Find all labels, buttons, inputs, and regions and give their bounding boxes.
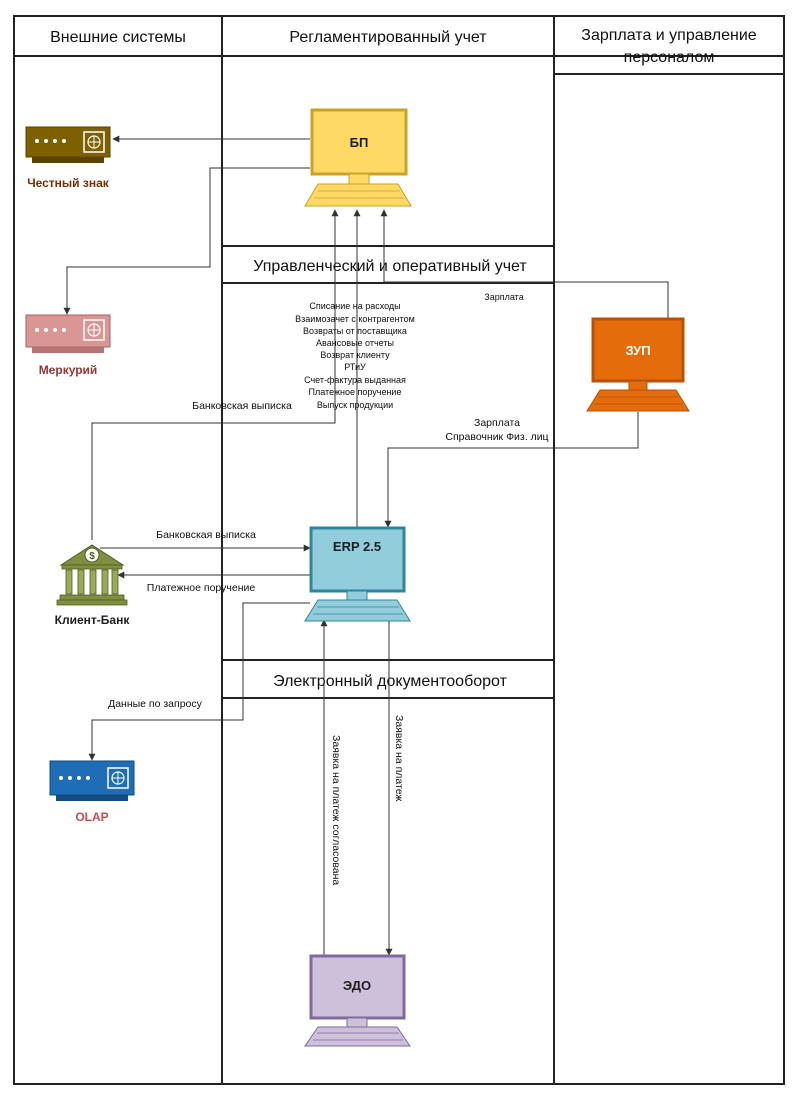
flow-edo-erp-label: Заявка на платеж согласована [330,735,342,885]
flow-erp-bank-label: Платежное поручение [147,582,256,594]
connector-zup-erp [384,412,639,528]
flow-zup-erp-label-2: Справочник Физ. лиц [445,431,548,443]
flow-erp-bp-item: Авансовые отчеты [316,338,394,348]
lane-header-hr-line1: Зарплата и управление [581,27,756,44]
connector-bp-merkuriy [63,167,310,315]
flow-erp-bp-item: Счет-фактура выданная [304,375,406,385]
system-merkuriy: Меркурий [25,314,111,377]
lane-header-regulated: Регламентированный учет [289,29,487,46]
svg-text:$: $ [89,551,95,562]
system-client-bank: $ Клиент-Банк [55,544,131,627]
flow-bank-bp-label: Банковская выписка [192,400,292,412]
connector-bank-bp [91,209,339,540]
flow-erp-bp-item: Возвраты от поставщика [303,326,407,336]
section-header-management: Управленческий и оперативный учет [253,258,527,275]
flow-bank-erp-label: Банковская выписка [156,529,256,541]
server-icon [25,314,111,353]
connector-erp-olap [88,602,310,761]
node-erp-label: ERP 2.5 [333,539,381,554]
flow-erp-bp-item: Выпуск продукции [317,400,393,410]
node-zup: ЗУП [586,317,690,412]
lane-header-hr-line2: персоналом [624,49,715,66]
system-merkuriy-label: Меркурий [39,363,98,377]
system-chestny-znak: Честный знак [25,126,111,190]
flow-erp-bp-item: Списание на расходы [309,301,400,311]
node-bp-label: БП [350,135,369,150]
computer-icon [586,317,690,412]
flow-labels: Списание на расходы Взаимозачет с контра… [108,292,549,885]
flow-zup-bp-label: Зарплата [484,292,523,302]
node-bp: БП [304,108,412,207]
server-icon [49,760,135,801]
bank-icon: $ [56,544,128,606]
section-header-edo: Электронный документооборот [273,673,507,690]
swimlane-frame [13,15,785,1085]
computer-icon [304,954,411,1047]
lane-header-external: Внешние системы [50,29,186,46]
system-client-bank-label: Клиент-Банк [55,613,131,627]
system-chestny-znak-label: Честный знак [27,176,110,190]
connectors [63,135,669,956]
node-edo-label: ЭДО [343,978,371,993]
flow-erp-bp-item: РТиУ [344,362,366,372]
computer-icon [304,526,411,622]
node-edo: ЭДО [304,954,411,1047]
system-olap: OLAP [49,760,135,824]
flow-olap-label: Данные по запросу [108,698,203,710]
computer-icon [304,108,412,207]
node-erp: ERP 2.5 [304,526,411,622]
server-icon [25,126,111,163]
flow-zup-erp-label-1: Зарплата [474,417,520,429]
node-zup-label: ЗУП [625,343,650,358]
flow-erp-bp-item: Взаимозачет с контрагентом [295,314,415,324]
flow-erp-edo-label: Заявка на платеж [393,715,405,801]
connector-zup-bp [380,209,669,318]
flow-erp-bp-item: Возврат клиенту [320,350,390,360]
flow-erp-bp-item: Платежное поручение [309,387,402,397]
system-olap-label: OLAP [75,810,108,824]
